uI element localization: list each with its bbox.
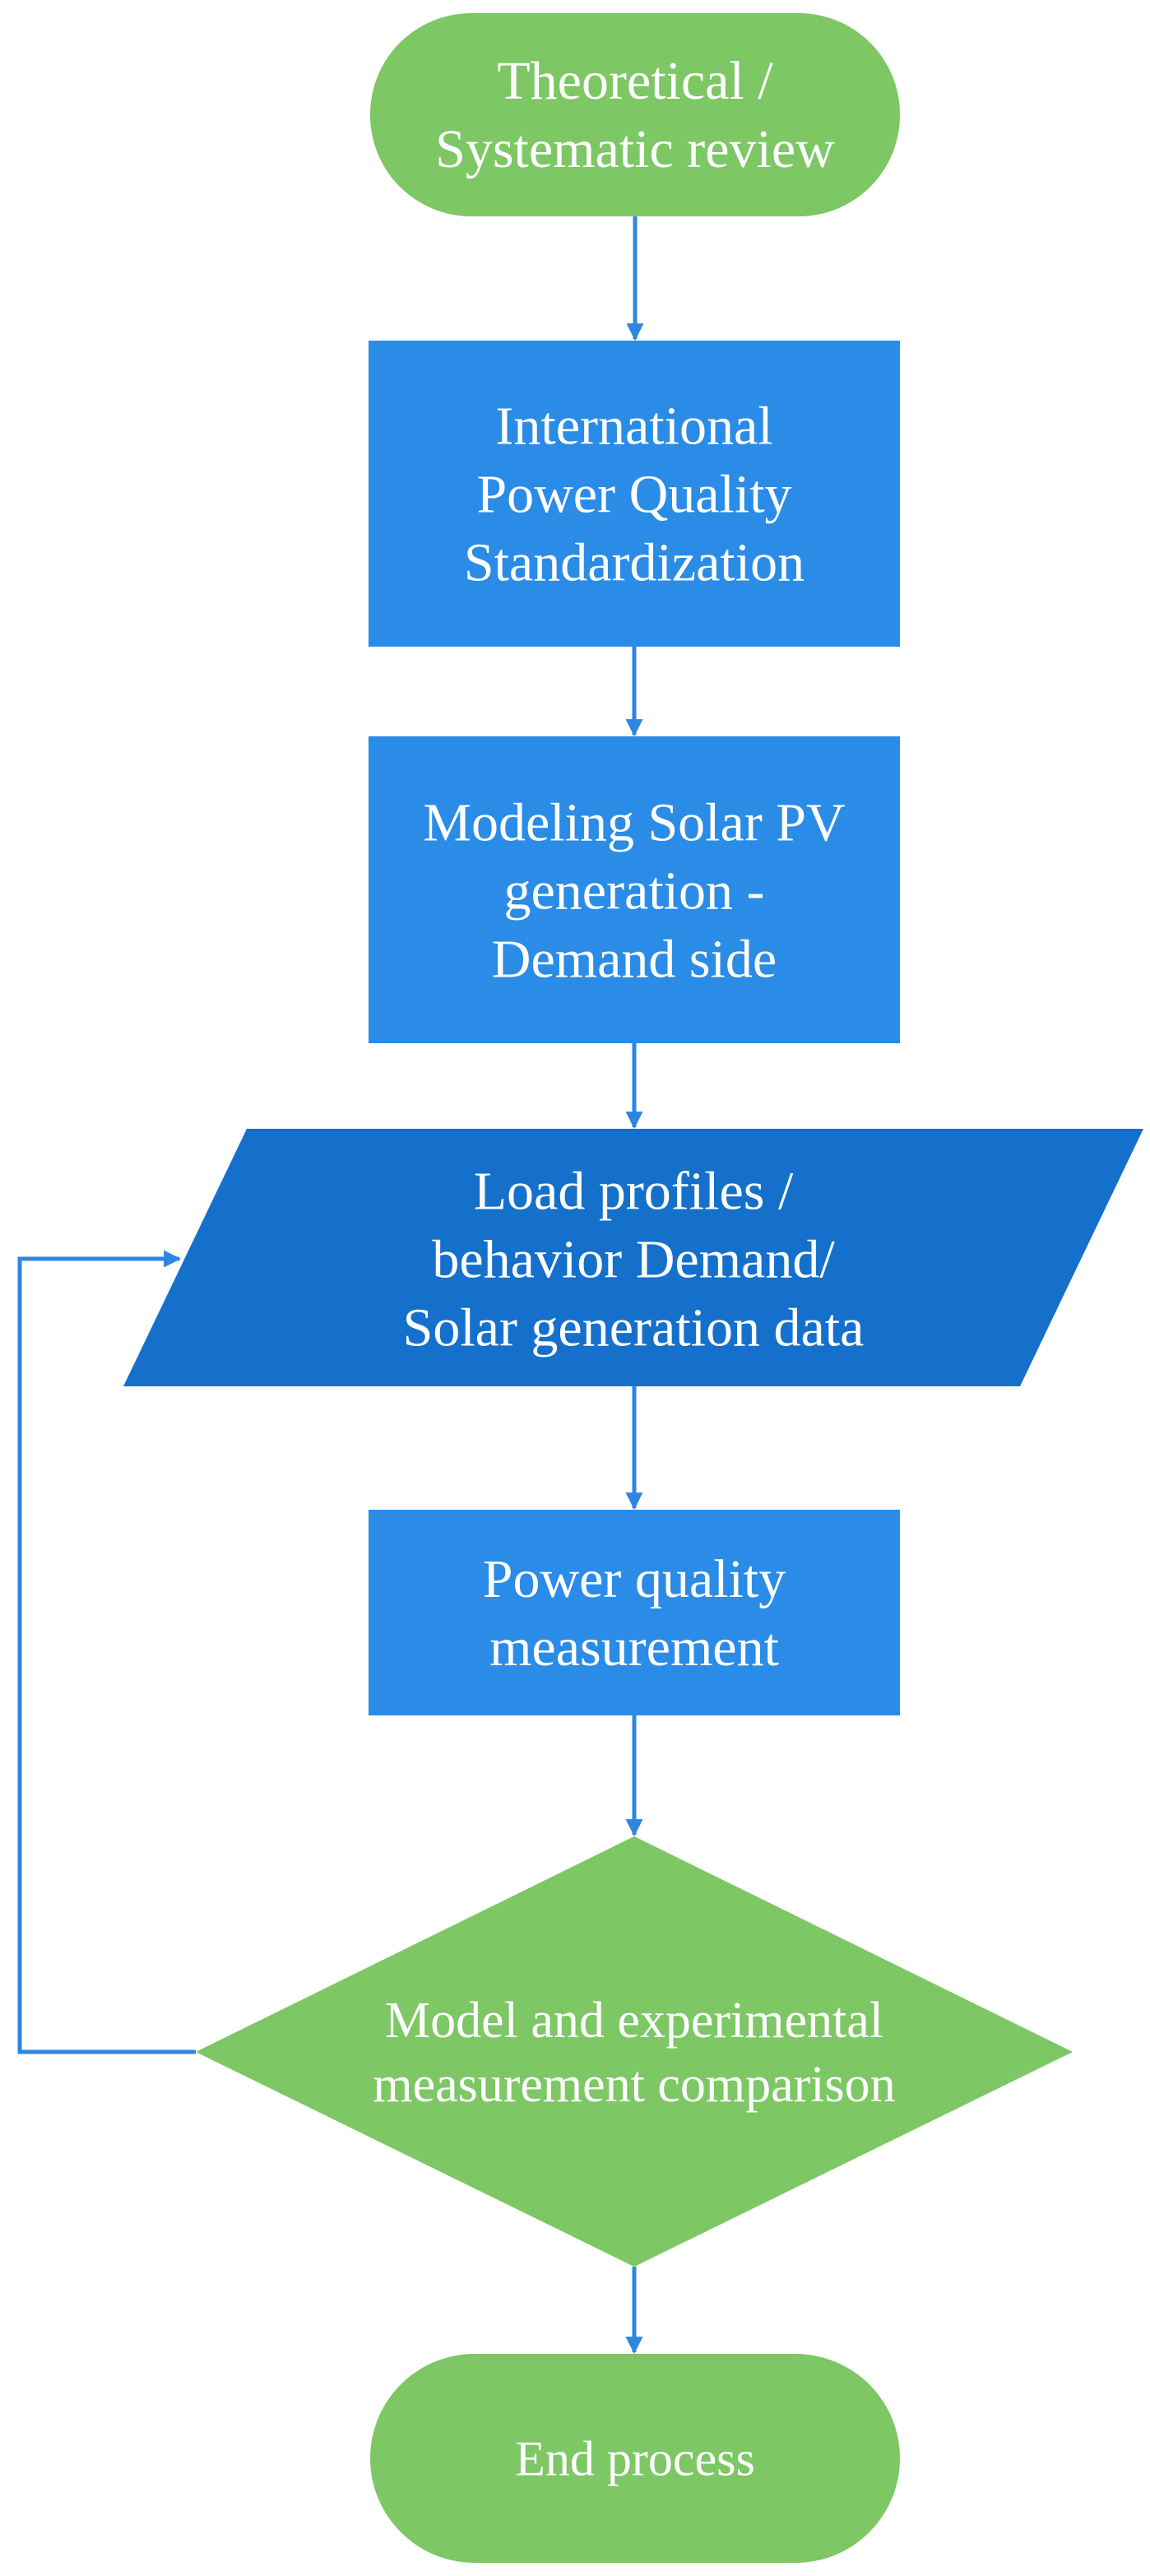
load-profiles-label-line: Solar generation data	[403, 1298, 865, 1358]
standardization-label-line: Standardization	[464, 533, 805, 593]
node-end: End process	[370, 2354, 900, 2563]
node-comparison: Model and experimental measurement compar…	[196, 1836, 1073, 2267]
measurement-process-shape	[369, 1510, 900, 1715]
connectors	[17, 216, 644, 2355]
node-load-profiles: Load profiles / behavior Demand/Solar gen…	[123, 1129, 1143, 1386]
standardization-process-shape	[369, 341, 900, 647]
end-label: End process	[515, 2431, 755, 2485]
load-profiles-label-line: Load profiles /	[474, 1161, 794, 1221]
comparison-label: Model and experimental measurement compar…	[373, 1993, 895, 2113]
comparison-decision-shape	[196, 1836, 1073, 2267]
measurement-label: Power quality measurement	[483, 1549, 786, 1678]
standardization-label-line: Power Quality	[476, 464, 791, 524]
end-label-line: End process	[515, 2431, 755, 2485]
modeling-label-line: Modeling Solar PV	[423, 792, 845, 852]
modeling-label-line: Demand side	[492, 930, 777, 990]
load-profiles-data-shape	[123, 1129, 1143, 1386]
standardization-label-line: International	[495, 396, 772, 456]
measurement-label-line: measurement	[489, 1618, 779, 1678]
start-label-line: Systematic review	[435, 119, 835, 179]
start-label-line: Theoretical /	[497, 51, 773, 111]
start-terminator-shape	[370, 13, 900, 216]
end-terminator-shape	[370, 2354, 900, 2563]
start-label: Theoretical / Systematic review	[435, 51, 835, 179]
load-profiles-label-line: behavior Demand/	[432, 1229, 835, 1289]
nodes: Theoretical / Systematic review Internati…	[123, 13, 1143, 2563]
modeling-label-line: generation -	[503, 861, 764, 921]
measurement-label-line: Power quality	[483, 1549, 786, 1609]
comparison-label-line: measurement comparison	[373, 2057, 895, 2113]
modeling-label: Modeling Solar PV generation - Demand side	[423, 792, 845, 989]
comparison-label-line: Model and experimental	[385, 1993, 883, 2049]
node-measurement: Power quality measurement	[369, 1510, 900, 1715]
node-start: Theoretical / Systematic review	[370, 13, 900, 216]
modeling-process-shape	[369, 736, 900, 1043]
node-modeling: Modeling Solar PV generation - Demand side	[369, 736, 900, 1043]
load-profiles-label: Load profiles / behavior Demand/Solar gen…	[403, 1161, 865, 1358]
feedback-loop-arrow	[17, 1250, 196, 2054]
